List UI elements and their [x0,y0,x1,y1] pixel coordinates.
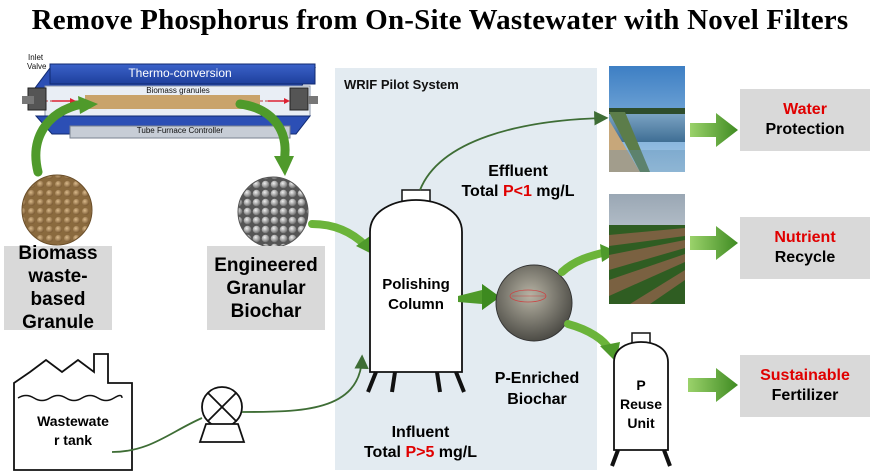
p-enriched-line2: Biochar [507,391,567,408]
polishing-column [366,189,466,393]
outcome-nutrient-recycle: Nutrient Recycle [740,217,870,279]
biochar-box-line1: Engineered [214,254,318,276]
effluent-flow-line [419,111,609,191]
biomass-granules-row [85,95,260,109]
lake-photo [609,66,685,172]
column-label-line2: Column [388,296,444,313]
influent-title: Influent [391,424,450,441]
arrow-to-nutrient-recycle [690,226,738,260]
furnace-top-label: Thermo-conversion [128,66,232,80]
biomass-box-line3: Granule [22,312,94,333]
pilot-system-label: WRIF Pilot System [344,77,459,92]
reuse-unit-line3: Unit [627,415,655,431]
biomass-granule-box: Biomass waste- based Granule [4,243,112,333]
biomass-box-line1: Biomass [18,243,98,264]
biochar-image [237,176,309,248]
influent-value-line: Total P>5 mg/L [363,444,478,461]
effluent-value-line: Total P<1 mg/L [461,183,575,200]
outcome-water-highlight: Water [783,101,827,118]
pump-icon [198,386,246,443]
reuse-unit-label: P Reuse Unit [614,376,668,433]
outcome-water-protection: Water Protection [740,89,870,151]
influent-value: P>5 [405,444,435,461]
wastewater-tank [13,353,133,471]
p-enriched-biochar-image [495,264,573,342]
arrow-granule-to-furnace [31,99,87,177]
biomass-box-line2: waste- based [28,266,88,310]
biochar-box-line3: Biochar [230,300,302,322]
arrow-to-sustainable-fertilizer [688,368,738,402]
farmland-photo [609,194,685,304]
outcome-nutrient-highlight: Nutrient [774,229,836,246]
outcome-fertilizer-highlight: Sustainable [760,367,850,384]
wastewater-label-line2: r tank [53,432,93,448]
effluent-label: Effluent Total P<1 mg/L [448,162,588,202]
influent-line-tank-to-pump [111,417,203,453]
engineered-biochar-box: Engineered Granular Biochar [207,246,325,330]
arrow-biochar-to-column [308,220,370,250]
outlet-valve-icon [289,87,309,111]
inlet-label-line1: Inlet [28,53,44,62]
p-reuse-unit [610,332,672,467]
p-enriched-line1: P-Enriched [494,370,580,387]
reuse-unit-line1: P [636,377,646,393]
p-enriched-label: P-Enriched Biochar [482,368,592,410]
outcome-fertilizer-rest: Fertilizer [771,387,839,404]
outcome-nutrient-rest: Recycle [774,249,836,266]
effluent-title: Effluent [488,163,548,180]
arrow-to-water-protection [690,113,738,147]
biochar-box-line2: Granular [226,277,306,299]
biomass-granule-image [21,174,93,246]
arrow-penriched-to-farm [558,248,610,276]
furnace-controller-label: Tube Furnace Controller [136,126,224,135]
inlet-label-line2: Valve [27,62,47,71]
column-label-line1: Polishing [382,276,450,293]
furnace-granules-label: Biomass granules [146,86,210,95]
outcome-water-rest: Protection [765,121,845,138]
page-title: Remove Phosphorus from On-Site Wastewate… [31,4,849,36]
reuse-unit-line2: Reuse [619,396,663,412]
influent-label: Influent Total P>5 mg/L [338,423,503,463]
polishing-column-label: Polishing Column [370,275,462,315]
arrow-furnace-to-biochar [235,99,290,167]
effluent-value: P<1 [502,183,532,200]
wastewater-label-line1: Wastewate [37,413,109,429]
outcome-arrows [688,113,738,402]
outcome-sustainable-fertilizer: Sustainable Fertilizer [740,355,870,417]
wastewater-tank-label: Wastewate r tank [18,412,128,450]
influent-line-pump-to-column [241,354,369,413]
